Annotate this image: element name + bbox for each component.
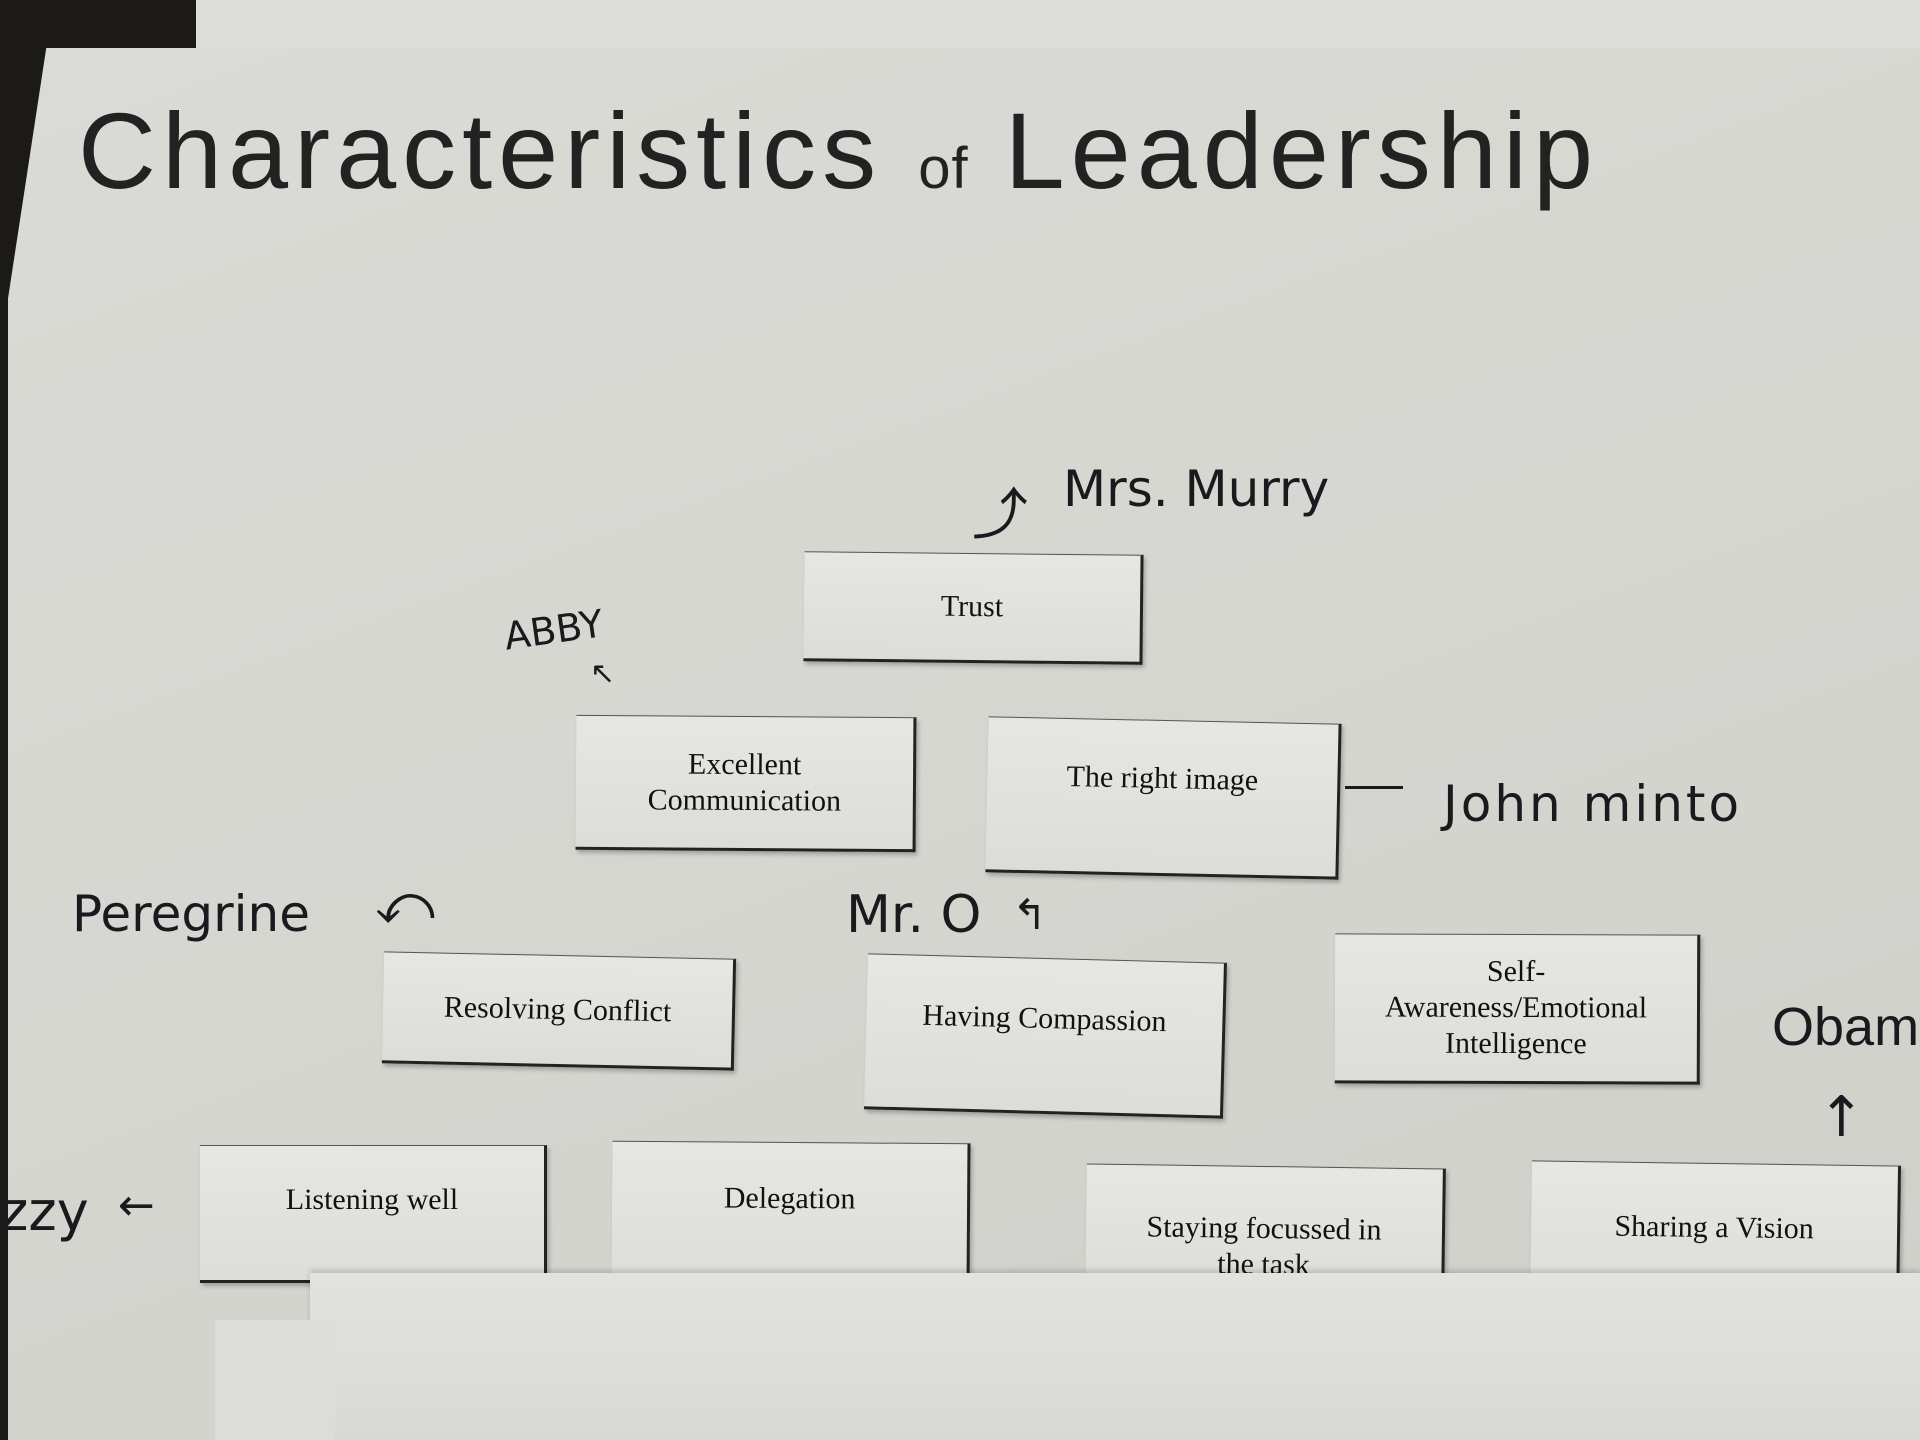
title-leadership: Leadership (1004, 90, 1600, 211)
card-label: Resolving Conflict (443, 990, 672, 1029)
annotation-mr-o: Mr. O (846, 885, 982, 945)
card-label: Having Compassion (921, 998, 1167, 1039)
card-label: Sharing a Vision (1614, 1209, 1815, 1246)
overlapping-paper (310, 1273, 1920, 1440)
curved-arrow-right-icon: ⤴ (972, 483, 1028, 548)
card-listening-well: Listening well (200, 1145, 547, 1283)
card-label: Delegation (723, 1181, 856, 1216)
card-excellent-communication: Excellent Communication (575, 714, 917, 853)
title-characteristics: Characteristics (78, 90, 883, 211)
annotation-mrs-murry: Mrs. Murry (1063, 460, 1330, 518)
card-label: Listening well (285, 1183, 459, 1216)
card-label: The right image (1066, 759, 1259, 797)
card-label: Excellent Communication (647, 747, 842, 818)
arrow-up-left-icon: ↖ (590, 656, 616, 691)
annotation-obam: Obam (1772, 997, 1920, 1057)
card-right-image: The right image (985, 716, 1342, 880)
curved-arrow-left-icon: ⤺ (375, 872, 435, 937)
card-trust: Trust (803, 551, 1144, 665)
dash-icon (1345, 786, 1403, 789)
card-delegation: Delegation (611, 1140, 971, 1292)
title-of: of (918, 136, 969, 201)
card-having-compassion: Having Compassion (864, 953, 1227, 1119)
arrow-left-icon: ← (118, 1180, 155, 1231)
annotation-zzy: zzy (0, 1180, 89, 1243)
card-resolving-conflict: Resolving Conflict (381, 951, 737, 1071)
annotation-john-minto: John minto (1443, 775, 1743, 833)
overlapping-paper-corner (215, 1320, 335, 1440)
arrow-up-icon: ↑ (1818, 1085, 1865, 1150)
card-label: Trust (940, 589, 1004, 624)
annotation-peregrine: Peregrine (72, 885, 310, 943)
arrow-up-left-icon: ↰ (1012, 890, 1048, 939)
card-label: Self-Awareness/Emotional Intelligence (1384, 954, 1648, 1061)
poster-title: Characteristics of Leadership (78, 90, 1858, 211)
card-self-awareness: Self-Awareness/Emotional Intelligence (1334, 933, 1701, 1085)
